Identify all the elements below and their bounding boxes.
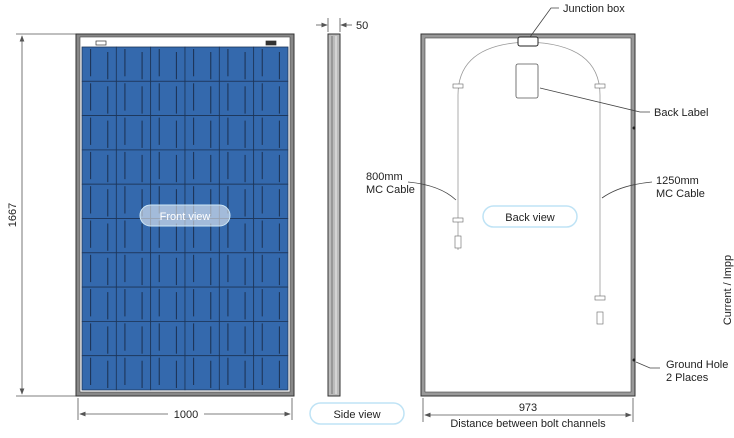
thickness-value: 50: [356, 20, 368, 32]
solar-cell: [115, 355, 152, 391]
solar-cell: [253, 355, 289, 391]
solar-cell: [184, 80, 220, 117]
solar-cell: [184, 355, 220, 391]
solar-cell: [81, 252, 117, 288]
solar-cell: [150, 252, 186, 288]
solar-cell: [81, 286, 117, 322]
solar-cell: [253, 149, 289, 185]
mc-connector-icon: [596, 311, 604, 325]
solar-cell: [81, 355, 117, 391]
mc-connector-icon: [454, 235, 462, 249]
solar-cell: [115, 286, 152, 322]
solar-cell: [81, 218, 117, 254]
solar-cell: [253, 115, 289, 151]
height-dimension: 1667: [7, 33, 76, 397]
side-view-label-pill: [309, 402, 405, 425]
width-dimension: 1000: [77, 398, 293, 421]
bolt-distance-dimension: 973 Distance between bolt channels: [422, 398, 634, 430]
solar-cell: [150, 320, 186, 357]
right-cable-type: MC Cable: [656, 188, 705, 200]
right-cable-length: 1250mm: [656, 175, 699, 187]
solar-cell: [81, 320, 117, 357]
back-view-label-pill: [482, 205, 578, 228]
front-view-label: Front view: [160, 211, 211, 223]
solar-cell: [150, 286, 186, 322]
solar-cell: [184, 46, 220, 82]
solar-cell: [218, 252, 255, 288]
ground-hole-icon: [632, 358, 636, 362]
mount-slot-icon: [95, 40, 107, 46]
solar-cell: [218, 320, 255, 357]
solar-cell: [81, 46, 117, 82]
solar-cell: [218, 46, 255, 82]
solar-cell: [184, 149, 220, 185]
solar-cell: [150, 46, 186, 82]
solar-cell: [150, 149, 186, 185]
solar-cell: [115, 252, 152, 288]
front-view-label-pill: [139, 204, 231, 227]
solar-cell: [81, 115, 117, 151]
solar-cell: [184, 252, 220, 288]
mount-slot-icon: [265, 40, 277, 46]
solar-cell: [253, 218, 289, 254]
solar-cell: [253, 46, 289, 82]
solar-cell: [184, 286, 220, 322]
back-view-panel: Back view: [420, 33, 636, 397]
bolt-distance-value: 973: [519, 402, 537, 414]
axis-label-fragment: Current / Impp: [722, 255, 734, 325]
solar-cell: [115, 149, 152, 185]
bolt-distance-caption: Distance between bolt channels: [450, 418, 606, 430]
front-view-panel: Front view: [75, 33, 295, 397]
solar-cell: [218, 149, 255, 185]
solar-cell: [81, 183, 117, 219]
solar-cell: [150, 355, 186, 391]
solar-cell: [218, 80, 255, 117]
side-view-panel: 50 Side view: [309, 18, 405, 425]
side-view-label: Side view: [333, 409, 380, 421]
solar-cell: [218, 355, 255, 391]
solar-cell: [115, 46, 152, 82]
solar-cell: [184, 115, 220, 151]
cell-grid: [81, 46, 289, 391]
width-value: 1000: [174, 409, 198, 421]
solar-cell: [253, 80, 289, 117]
solar-cell: [115, 320, 152, 357]
ground-hole-callout-line2: 2 Places: [666, 372, 709, 384]
ground-hole-callout-line1: Ground Hole: [666, 359, 728, 371]
solar-cell: [150, 115, 186, 151]
solar-cell: [253, 320, 289, 357]
junction-box-callout: Junction box: [563, 3, 625, 15]
solar-cell: [218, 115, 255, 151]
height-value: 1667: [7, 203, 19, 227]
junction-box-icon: [517, 36, 539, 47]
solar-cell: [253, 252, 289, 288]
solar-cell: [218, 286, 255, 322]
solar-cell: [184, 320, 220, 357]
solar-cell: [150, 80, 186, 117]
solar-cell: [253, 183, 289, 219]
solar-cell: [253, 286, 289, 322]
solar-cell: [81, 149, 117, 185]
back-label-callout: Back Label: [654, 107, 708, 119]
left-cable-length: 800mm: [366, 171, 403, 183]
solar-cell: [81, 80, 117, 117]
solar-cell: [115, 115, 152, 151]
back-view-label: Back view: [505, 212, 555, 224]
back-label-icon: [515, 63, 539, 99]
solar-cell: [115, 80, 152, 117]
left-cable-type: MC Cable: [366, 184, 415, 196]
callouts: Junction box Back Label 800mm MC Cable 1…: [366, 3, 728, 384]
